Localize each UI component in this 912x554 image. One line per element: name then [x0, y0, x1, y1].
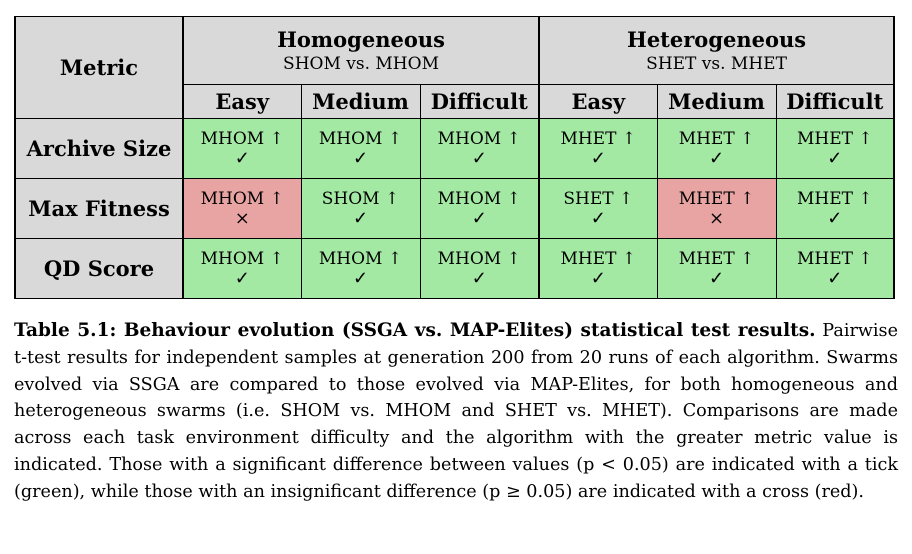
group-title: Heterogeneous [626, 26, 807, 52]
winner-label: MHOM ↑ [318, 248, 403, 269]
significance-mark: ✓ [827, 267, 843, 289]
result-cell: MHET ↑✓ [775, 118, 896, 179]
row-label: Max Fitness [14, 178, 184, 239]
winner-label: MHET ↑ [678, 248, 755, 269]
significance-mark: ✓ [234, 267, 250, 289]
significance-mark: ✓ [590, 267, 606, 289]
winner-label: MHET ↑ [678, 128, 755, 149]
difficulty-header: Easy [538, 84, 658, 119]
group-header-homogeneous: Homogeneous SHOM vs. MHOM [182, 16, 541, 85]
metric-header: Metric [14, 16, 184, 119]
result-cell: SHET ↑✓ [538, 178, 658, 239]
result-cell: MHET ↑✓ [775, 178, 896, 239]
significance-mark: ✓ [590, 147, 606, 169]
winner-label: MHET ↑ [796, 128, 873, 149]
winner-label: MHOM ↑ [437, 128, 521, 149]
group-title: Homogeneous [277, 26, 445, 52]
winner-label: MHOM ↑ [200, 128, 284, 149]
result-cell: SHOM ↑✓ [300, 178, 421, 239]
significance-mark: × [708, 207, 725, 229]
result-cell: MHOM ↑× [182, 178, 302, 239]
result-cell: MHOM ↑✓ [419, 118, 541, 179]
difficulty-header: Easy [182, 84, 302, 119]
winner-label: MHET ↑ [560, 248, 637, 269]
winner-label: MHET ↑ [796, 248, 873, 269]
significance-mark: ✓ [471, 147, 487, 169]
caption-title: Table 5.1: Behaviour evolution (SSGA vs.… [14, 320, 816, 341]
group-header-heterogeneous: Heterogeneous SHET vs. MHET [538, 16, 896, 85]
significance-mark: ✓ [352, 267, 369, 289]
winner-label: MHOM ↑ [437, 248, 521, 269]
result-cell: MHET ↑✓ [538, 238, 658, 299]
result-cell: MHET ↑✓ [775, 238, 896, 299]
result-cell: MHOM ↑✓ [182, 118, 302, 179]
winner-label: SHOM ↑ [321, 188, 400, 209]
caption-body: Pairwise t-test results for independent … [14, 321, 898, 502]
significance-mark: ✓ [827, 207, 843, 229]
winner-label: SHET ↑ [563, 188, 634, 209]
result-cell: MHOM ↑✓ [300, 118, 421, 179]
significance-mark: ✓ [708, 267, 725, 289]
difficulty-header: Medium [656, 84, 777, 119]
result-cell: MHET ↑✓ [656, 238, 777, 299]
result-cell: MHOM ↑✓ [419, 178, 541, 239]
significance-mark: ✓ [352, 147, 369, 169]
winner-label: MHOM ↑ [318, 128, 403, 149]
row-label: QD Score [14, 238, 184, 299]
difficulty-header: Medium [300, 84, 421, 119]
row-label: Archive Size [14, 118, 184, 179]
result-cell: MHET ↑✓ [538, 118, 658, 179]
significance-mark: × [234, 207, 250, 229]
significance-mark: ✓ [471, 267, 487, 289]
result-cell: MHET ↑✓ [656, 118, 777, 179]
winner-label: MHET ↑ [560, 128, 637, 149]
significance-mark: ✓ [352, 207, 369, 229]
group-subtitle: SHET vs. MHET [646, 53, 787, 74]
result-cell: MHOM ↑✓ [300, 238, 421, 299]
result-cell: MHOM ↑✓ [182, 238, 302, 299]
results-table: Metric Homogeneous SHOM vs. MHOM Heterog… [14, 16, 896, 299]
winner-label: MHOM ↑ [200, 248, 284, 269]
winner-label: MHOM ↑ [437, 188, 521, 209]
difficulty-header: Difficult [419, 84, 541, 119]
significance-mark: ✓ [827, 147, 843, 169]
winner-label: MHET ↑ [678, 188, 755, 209]
difficulty-header: Difficult [775, 84, 896, 119]
result-cell: MHOM ↑✓ [419, 238, 541, 299]
result-cell: MHET ↑× [656, 178, 777, 239]
table-row: Max Fitness MHOM ↑× SHOM ↑✓ MHOM ↑✓ SHET… [14, 178, 896, 239]
significance-mark: ✓ [708, 147, 725, 169]
significance-mark: ✓ [590, 207, 606, 229]
significance-mark: ✓ [234, 147, 250, 169]
table-row: QD Score MHOM ↑✓ MHOM ↑✓ MHOM ↑✓ MHET ↑✓… [14, 238, 896, 299]
winner-label: MHET ↑ [796, 188, 873, 209]
winner-label: MHOM ↑ [200, 188, 284, 209]
group-subtitle: SHOM vs. MHOM [283, 53, 439, 74]
table-row: Archive Size MHOM ↑✓ MHOM ↑✓ MHOM ↑✓ MHE… [14, 118, 896, 179]
significance-mark: ✓ [471, 207, 487, 229]
table-caption: Table 5.1: Behaviour evolution (SSGA vs.… [14, 318, 898, 506]
